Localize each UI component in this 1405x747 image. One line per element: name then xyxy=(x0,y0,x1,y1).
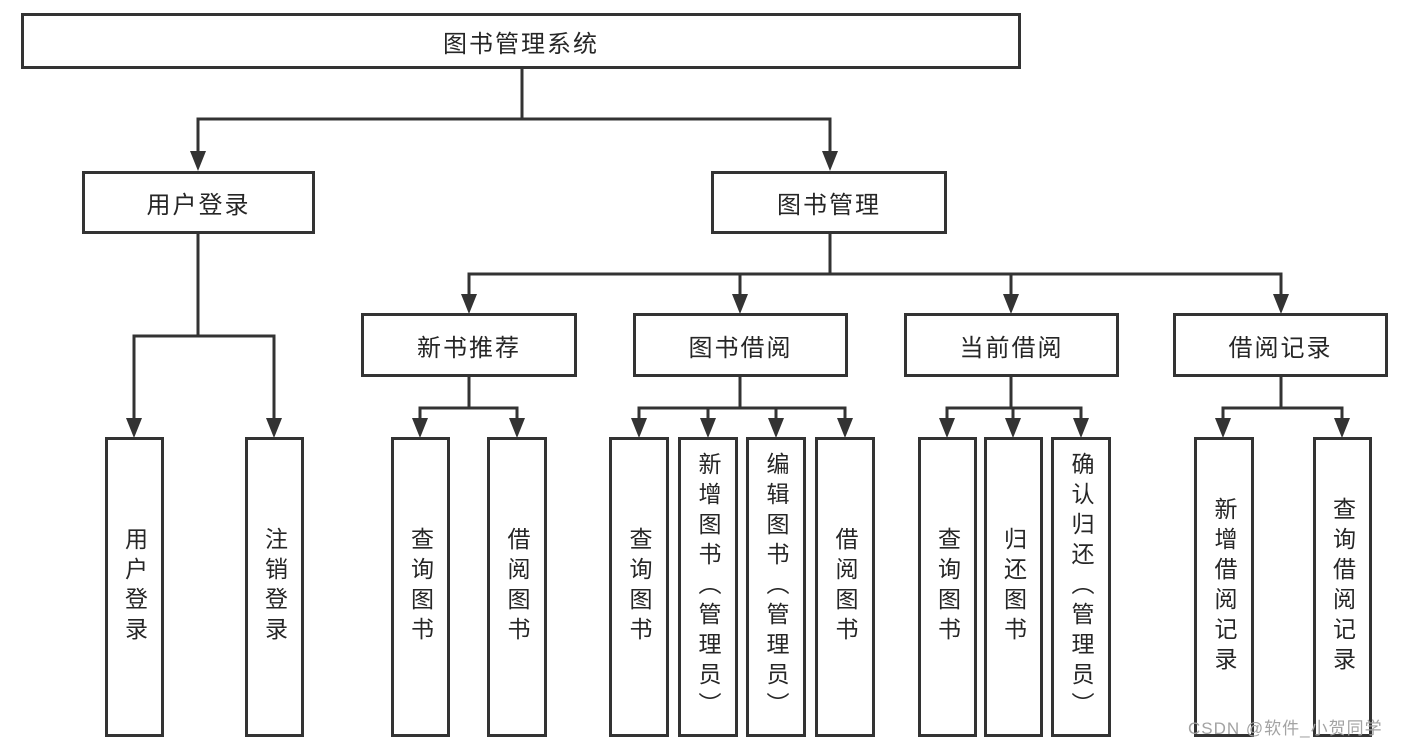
leaf-borrow-books-recommend: 借阅图书 xyxy=(487,437,547,737)
csdn-watermark: CSDN @软件_小贺同学 xyxy=(1188,719,1383,738)
leaf-edit-books-admin: 编辑图书（管理员） xyxy=(746,437,806,737)
node-book-borrowing: 图书借阅 xyxy=(633,313,848,377)
leaf-add-books-admin: 新增图书（管理员） xyxy=(678,437,738,737)
node-current-borrowing: 当前借阅 xyxy=(904,313,1119,377)
leaf-query-books-borrow: 查询图书 xyxy=(609,437,669,737)
leaf-user-login: 用户登录 xyxy=(105,437,164,737)
leaf-borrow-books: 借阅图书 xyxy=(815,437,875,737)
leaf-add-borrow-record-label: 新增借阅记录 xyxy=(1211,497,1237,677)
leaf-return-books-label: 归还图书 xyxy=(1000,527,1027,647)
node-user-login: 用户登录 xyxy=(82,171,315,234)
leaf-add-borrow-record: 新增借阅记录 xyxy=(1194,437,1254,737)
leaf-confirm-return-admin: 确认归还（管理员） xyxy=(1051,437,1111,737)
leaf-return-books: 归还图书 xyxy=(984,437,1043,737)
leaf-confirm-return-admin-label: 确认归还（管理员） xyxy=(1068,452,1094,722)
node-new-book-recommend: 新书推荐 xyxy=(361,313,577,377)
node-root-label: 图书管理系统 xyxy=(443,30,599,58)
leaf-query-books-current: 查询图书 xyxy=(918,437,977,737)
leaf-borrow-books-recommend-label: 借阅图书 xyxy=(504,527,530,647)
connector-borrow-records-children xyxy=(1215,377,1350,438)
leaf-query-books-recommend-label: 查询图书 xyxy=(407,527,434,647)
node-borrow-records: 借阅记录 xyxy=(1173,313,1388,377)
leaf-edit-books-admin-label: 编辑图书（管理员） xyxy=(763,452,789,722)
node-book-management: 图书管理 xyxy=(711,171,947,234)
leaf-query-books-borrow-label: 查询图书 xyxy=(626,527,652,647)
connector-user-login-children xyxy=(126,234,282,438)
leaf-query-borrow-record-label: 查询借阅记录 xyxy=(1329,497,1356,677)
node-root-library-system: 图书管理系统 xyxy=(21,13,1021,69)
leaf-add-books-admin-label: 新增图书（管理员） xyxy=(695,452,721,722)
node-current-borrowing-label: 当前借阅 xyxy=(959,334,1064,362)
node-user-login-label: 用户登录 xyxy=(146,192,251,219)
connector-book-borrowing-children xyxy=(631,377,853,438)
leaf-query-books-current-label: 查询图书 xyxy=(934,527,961,647)
node-new-book-recommend-label: 新书推荐 xyxy=(417,334,521,362)
leaf-query-books-recommend: 查询图书 xyxy=(391,437,450,737)
leaf-logout-login-label: 注销登录 xyxy=(261,527,288,647)
connector-new-book-recommend-children xyxy=(412,377,525,438)
leaf-logout-login: 注销登录 xyxy=(245,437,304,737)
leaf-borrow-books-label: 借阅图书 xyxy=(832,527,858,647)
connector-current-borrowing-children xyxy=(939,377,1089,438)
connector-root-to-level1 xyxy=(190,69,838,171)
leaf-user-login-label: 用户登录 xyxy=(121,527,148,647)
node-borrow-records-label: 借阅记录 xyxy=(1228,334,1333,362)
connector-book-management-children xyxy=(461,234,1289,314)
node-book-management-label: 图书管理 xyxy=(777,192,881,219)
node-book-borrowing-label: 图书借阅 xyxy=(688,334,793,362)
leaf-query-borrow-record: 查询借阅记录 xyxy=(1313,437,1372,737)
